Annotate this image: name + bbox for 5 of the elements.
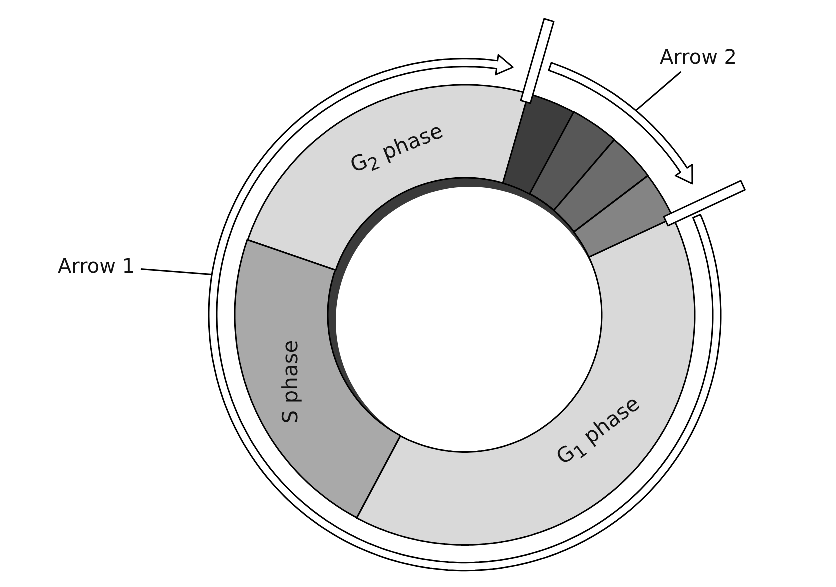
leader-line [636,71,682,111]
callout-label: Arrow 2 [660,45,738,69]
callout-label: Arrow 1 [58,254,136,278]
leader-line [140,268,212,276]
phase-label: S phase [278,340,302,424]
